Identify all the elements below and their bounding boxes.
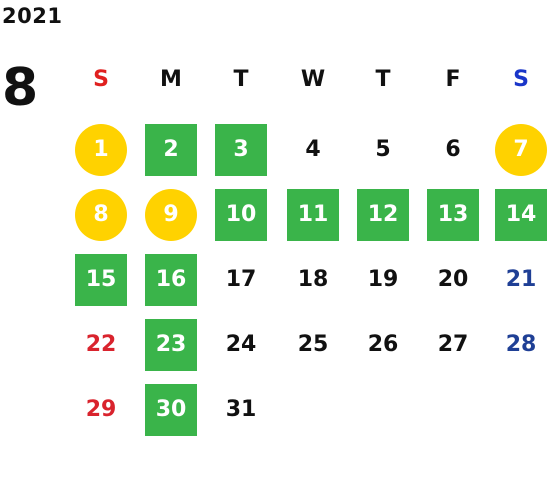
day-cell-25[interactable]: 25 bbox=[297, 332, 329, 357]
day-cell-1[interactable]: 1 bbox=[75, 124, 127, 176]
day-cell-15[interactable]: 15 bbox=[75, 254, 127, 306]
day-cell-2[interactable]: 2 bbox=[145, 124, 197, 176]
weekday-header-tue: T bbox=[233, 67, 249, 92]
day-cell-9[interactable]: 9 bbox=[145, 189, 197, 241]
day-cell-14[interactable]: 14 bbox=[495, 189, 547, 241]
weekday-header-mon: M bbox=[160, 67, 182, 92]
weekday-header-sun: S bbox=[93, 67, 109, 92]
day-cell-22[interactable]: 22 bbox=[85, 332, 117, 357]
day-cell-29[interactable]: 29 bbox=[85, 397, 117, 422]
day-cell-27[interactable]: 27 bbox=[437, 332, 469, 357]
day-cell-11[interactable]: 11 bbox=[287, 189, 339, 241]
day-cell-7[interactable]: 7 bbox=[495, 124, 547, 176]
day-cell-30[interactable]: 30 bbox=[145, 384, 197, 436]
day-cell-8[interactable]: 8 bbox=[75, 189, 127, 241]
weekday-header-fri: F bbox=[445, 67, 461, 92]
day-cell-10[interactable]: 10 bbox=[215, 189, 267, 241]
day-cell-13[interactable]: 13 bbox=[427, 189, 479, 241]
day-cell-23[interactable]: 23 bbox=[145, 319, 197, 371]
weekday-header-wed: W bbox=[300, 67, 326, 92]
day-cell-6[interactable]: 6 bbox=[445, 137, 461, 162]
year-label: 2021 bbox=[2, 4, 63, 28]
day-cell-16[interactable]: 16 bbox=[145, 254, 197, 306]
day-cell-19[interactable]: 19 bbox=[367, 267, 399, 292]
day-cell-28[interactable]: 28 bbox=[505, 332, 537, 357]
day-cell-3[interactable]: 3 bbox=[215, 124, 267, 176]
month-number: 8 bbox=[2, 58, 39, 118]
day-cell-20[interactable]: 20 bbox=[437, 267, 469, 292]
day-cell-5[interactable]: 5 bbox=[375, 137, 391, 162]
day-cell-4[interactable]: 4 bbox=[305, 137, 321, 162]
day-cell-24[interactable]: 24 bbox=[225, 332, 257, 357]
day-cell-21[interactable]: 21 bbox=[505, 267, 537, 292]
day-cell-12[interactable]: 12 bbox=[357, 189, 409, 241]
weekday-header-sat: S bbox=[513, 67, 529, 92]
day-cell-26[interactable]: 26 bbox=[367, 332, 399, 357]
day-cell-17[interactable]: 17 bbox=[225, 267, 257, 292]
day-cell-31[interactable]: 31 bbox=[225, 397, 257, 422]
day-cell-18[interactable]: 18 bbox=[297, 267, 329, 292]
weekday-header-thu: T bbox=[375, 67, 391, 92]
